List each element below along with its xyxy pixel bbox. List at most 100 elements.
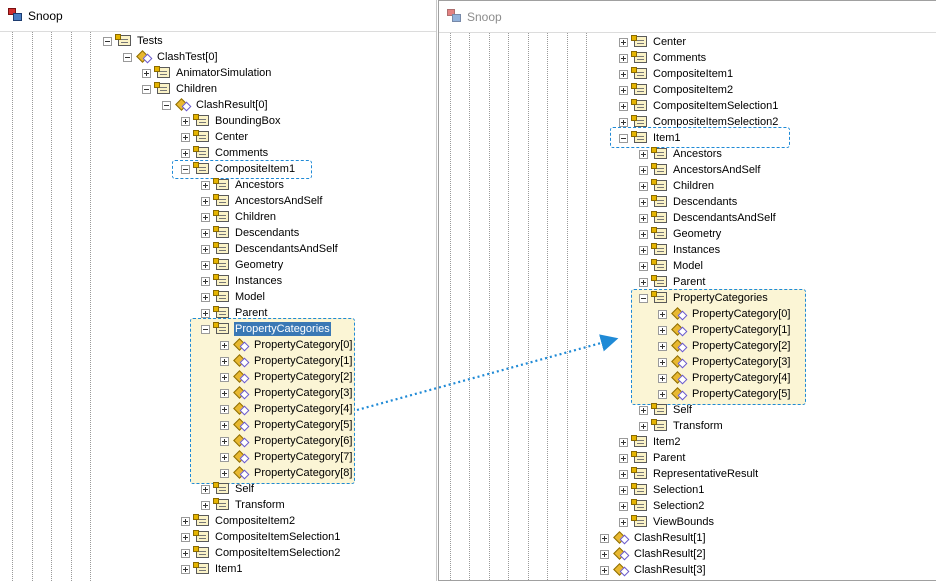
expand-icon[interactable]: [600, 565, 609, 575]
expand-icon[interactable]: [181, 132, 190, 142]
tree-node[interactable]: Item1: [181, 561, 244, 577]
expand-icon[interactable]: [220, 436, 229, 446]
expand-icon[interactable]: [181, 516, 190, 526]
tree-node[interactable]: ViewBounds: [619, 514, 715, 530]
tree-node[interactable]: Instances: [639, 242, 721, 258]
expand-icon[interactable]: [619, 437, 628, 447]
tree-node[interactable]: PropertyCategory[0]: [220, 337, 353, 353]
expand-icon[interactable]: [201, 292, 210, 302]
tree-node[interactable]: RepresentativeResult: [619, 466, 759, 482]
tree-node[interactable]: PropertyCategory[6]: [220, 433, 353, 449]
expand-icon[interactable]: [201, 196, 210, 206]
expand-icon[interactable]: [658, 389, 667, 399]
expand-icon[interactable]: [658, 373, 667, 383]
tree-node[interactable]: PropertyCategory[3]: [220, 385, 353, 401]
tree-node[interactable]: CompositeItemSelection2: [181, 545, 341, 561]
expand-icon[interactable]: [600, 549, 609, 559]
expand-icon[interactable]: [639, 213, 648, 223]
expand-icon[interactable]: [220, 356, 229, 366]
expand-icon[interactable]: [619, 85, 628, 95]
expand-icon[interactable]: [619, 69, 628, 79]
tree-node[interactable]: DescendantsAndSelf: [201, 241, 339, 257]
tree-node[interactable]: Instances: [201, 273, 283, 289]
collapse-icon[interactable]: [619, 133, 628, 143]
expand-icon[interactable]: [201, 180, 210, 190]
tree-node[interactable]: Model: [639, 258, 704, 274]
tree-node[interactable]: ClashResult[0]: [162, 97, 269, 113]
expand-icon[interactable]: [619, 117, 628, 127]
expand-icon[interactable]: [639, 181, 648, 191]
expand-icon[interactable]: [201, 244, 210, 254]
tree-node[interactable]: PropertyCategory[5]: [658, 386, 791, 402]
tree-node[interactable]: Geometry: [639, 226, 722, 242]
tree-node[interactable]: Children: [142, 81, 218, 97]
tree-node[interactable]: Center: [619, 34, 687, 50]
tree-node[interactable]: PropertyCategory[2]: [220, 369, 353, 385]
expand-icon[interactable]: [201, 308, 210, 318]
expand-icon[interactable]: [220, 340, 229, 350]
expand-icon[interactable]: [201, 228, 210, 238]
expand-icon[interactable]: [639, 405, 648, 415]
expand-icon[interactable]: [201, 212, 210, 222]
expand-icon[interactable]: [220, 468, 229, 478]
tree-node[interactable]: PropertyCategory[4]: [220, 401, 353, 417]
tree-node[interactable]: PropertyCategory[4]: [658, 370, 791, 386]
expand-icon[interactable]: [658, 325, 667, 335]
collapse-icon[interactable]: [639, 293, 648, 303]
expand-icon[interactable]: [181, 148, 190, 158]
tree-node[interactable]: Item1: [619, 130, 682, 146]
tree-node[interactable]: Children: [201, 209, 277, 225]
tree-node[interactable]: PropertyCategory[2]: [658, 338, 791, 354]
expand-icon[interactable]: [619, 485, 628, 495]
expand-icon[interactable]: [220, 420, 229, 430]
expand-icon[interactable]: [181, 116, 190, 126]
tree-node[interactable]: Parent: [201, 305, 268, 321]
tree-node[interactable]: CompositeItem2: [619, 82, 734, 98]
tree-node[interactable]: Self: [201, 481, 255, 497]
tree-node[interactable]: Ancestors: [201, 177, 285, 193]
tree-node[interactable]: CompositeItem2: [181, 513, 296, 529]
tree-node[interactable]: Descendants: [639, 194, 738, 210]
expand-icon[interactable]: [201, 484, 210, 494]
tree-node[interactable]: PropertyCategory[8]: [220, 465, 353, 481]
tree-node[interactable]: Model: [201, 289, 266, 305]
expand-icon[interactable]: [639, 277, 648, 287]
tree-node[interactable]: Parent: [619, 450, 686, 466]
expand-icon[interactable]: [201, 276, 210, 286]
tree-node[interactable]: PropertyCategory[1]: [220, 353, 353, 369]
expand-icon[interactable]: [220, 372, 229, 382]
expand-icon[interactable]: [658, 309, 667, 319]
tree-node[interactable]: ClashResult[3]: [600, 562, 707, 578]
expand-icon[interactable]: [639, 421, 648, 431]
tree-node[interactable]: ClashResult[2]: [600, 546, 707, 562]
expand-icon[interactable]: [639, 165, 648, 175]
expand-icon[interactable]: [639, 149, 648, 159]
tree-node[interactable]: Selection1: [619, 482, 705, 498]
tree-node[interactable]: CompositeItem1: [181, 161, 296, 177]
collapse-icon[interactable]: [181, 164, 190, 174]
tree-node[interactable]: PropertyCategory[1]: [658, 322, 791, 338]
tree-node[interactable]: Parent: [639, 274, 706, 290]
expand-icon[interactable]: [639, 229, 648, 239]
tree-node[interactable]: Descendants: [201, 225, 300, 241]
expand-icon[interactable]: [181, 564, 190, 574]
tree-node[interactable]: Center: [181, 129, 249, 145]
expand-icon[interactable]: [619, 469, 628, 479]
expand-icon[interactable]: [658, 341, 667, 351]
expand-icon[interactable]: [639, 245, 648, 255]
collapse-icon[interactable]: [142, 84, 151, 94]
expand-icon[interactable]: [658, 357, 667, 367]
collapse-icon[interactable]: [123, 52, 132, 62]
expand-icon[interactable]: [201, 260, 210, 270]
expand-icon[interactable]: [181, 532, 190, 542]
tree-node[interactable]: ClashTest[0]: [123, 49, 219, 65]
collapse-icon[interactable]: [103, 36, 112, 46]
tree-node[interactable]: PropertyCategories: [639, 290, 769, 306]
tree-node[interactable]: DescendantsAndSelf: [639, 210, 777, 226]
tree-node[interactable]: Comments: [619, 50, 707, 66]
expand-icon[interactable]: [142, 68, 151, 78]
tree-node[interactable]: AncestorsAndSelf: [639, 162, 761, 178]
expand-icon[interactable]: [639, 261, 648, 271]
tree-node[interactable]: ClashResult[1]: [600, 530, 707, 546]
